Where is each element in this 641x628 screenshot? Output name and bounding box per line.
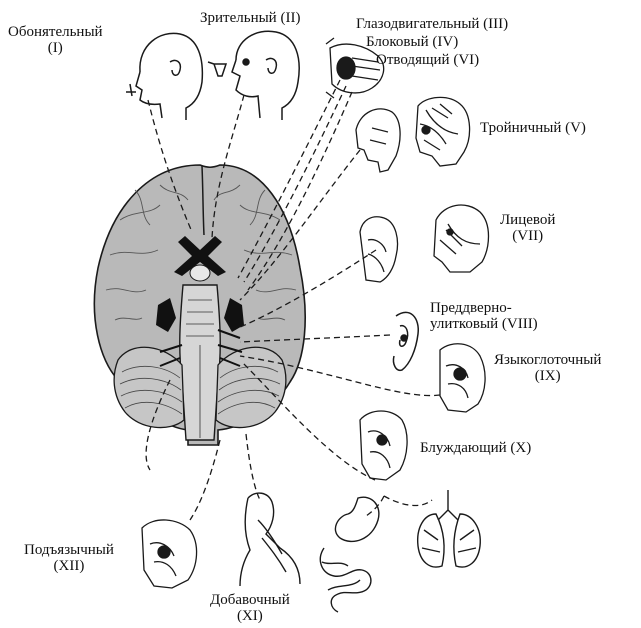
label-glossopharyngeal: Языкоглоточный (IX) [494,352,601,384]
head-profile-icon [126,32,204,120]
label-olfactory: Обонятельный (I) [8,24,103,56]
face-dissection-icon [359,204,490,283]
label-hypoglossal: Подъязычный (XII) [24,542,114,574]
eye-orbit-icon [325,37,385,99]
label-facial-num: (VII) [512,228,544,244]
label-accessory-name: Добавочный [210,592,290,608]
head-profile-icon [207,30,300,120]
label-hypoglossal-num: (XII) [53,558,85,574]
label-trochlear: Блоковый (IV) [366,34,458,50]
stomach-intestine-icon [319,496,380,613]
throat-section-icon [359,410,408,481]
label-olfactory-num: (I) [47,40,63,56]
label-oculomotor: Глазодвигательный (III) [356,16,508,32]
label-olfactory-name: Обонятельный [8,24,103,40]
neck-shoulder-icon [239,492,301,587]
label-glossopharyngeal-num: (IX) [534,368,561,384]
label-facial: Лицевой (VII) [500,212,555,244]
label-accessory-num: (XI) [236,608,263,624]
label-vagus: Блуждающий (X) [420,440,531,456]
label-vestibulocochlear-name: Преддверно- [430,300,512,316]
ear-icon [392,311,419,372]
label-oculomotor-name: Глазодвигательный (III) [356,16,509,32]
label-vestibulocochlear-name2: улитковый (VIII) [430,316,538,332]
nerve-connector-lines [145,79,441,521]
label-trigeminal-name: Тройничный (V) [480,120,586,136]
label-trigeminal: Тройничный (V) [480,120,586,136]
tongue-section-icon [141,519,198,589]
throat-section-icon [439,343,486,413]
label-accessory: Добавочный (XI) [210,592,290,624]
label-vestibulocochlear: Преддверно- улитковый (VIII) [430,300,538,332]
label-trochlear-name: Блоковый (IV) [366,34,459,50]
label-optic: Зрительный (II) [200,10,300,26]
label-facial-name: Лицевой [500,212,556,228]
brain-icon [93,164,306,446]
label-abducens: Отводящий (VI) [376,52,479,68]
label-glossopharyngeal-name: Языкоглоточный [494,352,602,368]
face-dissection-icon [355,96,471,173]
label-vagus-name: Блуждающий (X) [420,440,532,456]
label-abducens-name: Отводящий (VI) [376,52,480,68]
lungs-icon [417,490,481,568]
label-optic-name: Зрительный (II) [200,10,301,26]
label-hypoglossal-name: Подъязычный [24,542,114,558]
